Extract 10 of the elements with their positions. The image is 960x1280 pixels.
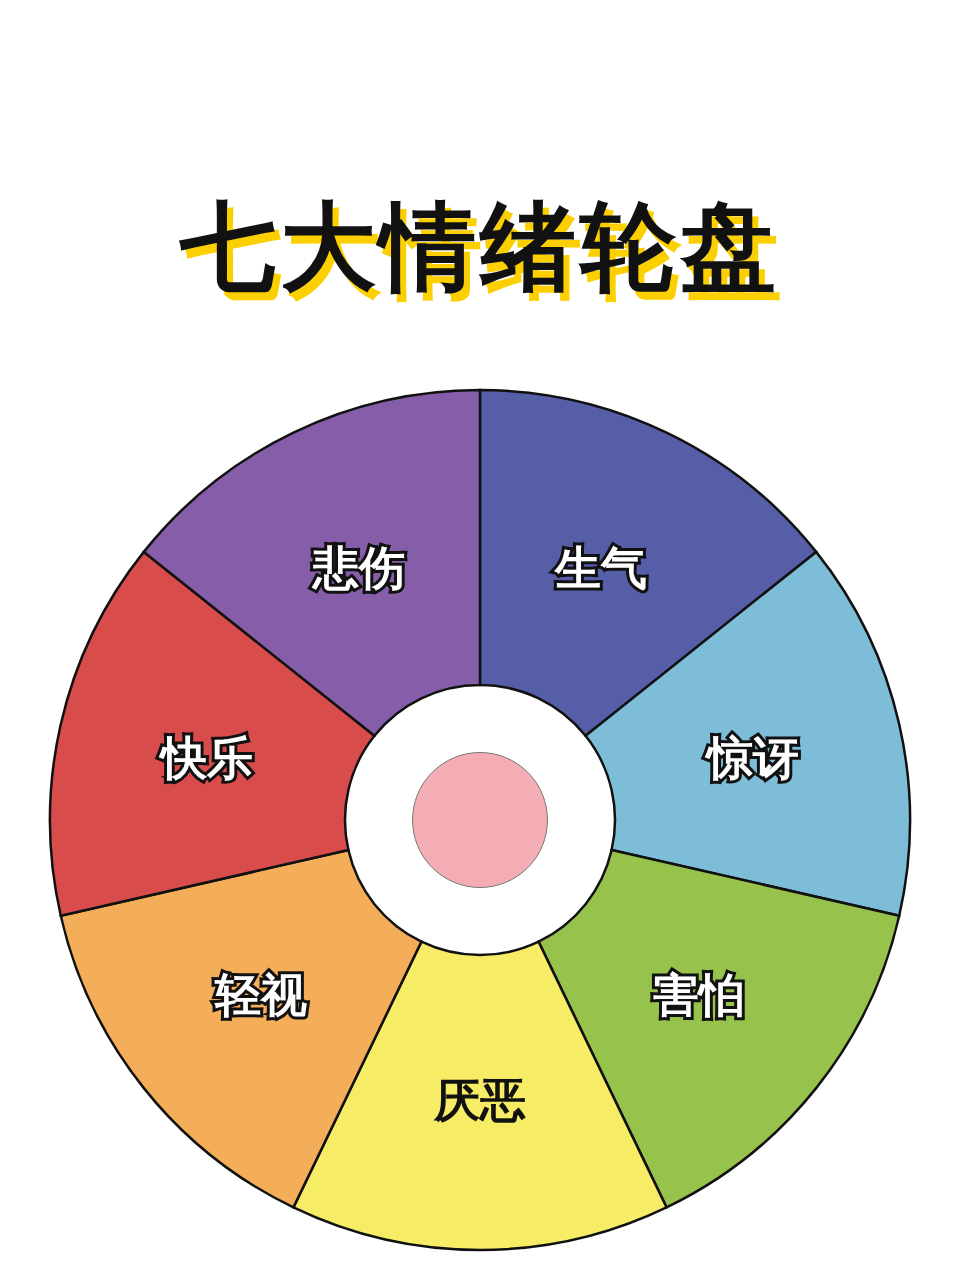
emotion-label: 厌恶 [434,1072,526,1127]
emotion-label: 生气 [555,540,648,595]
emotion-label: 悲伤 [312,540,405,595]
emotion-label: 惊讶 [706,730,799,785]
wheel-sector [58,848,424,1210]
title: 七大情绪轮盘 [180,190,780,305]
emotion-label: 轻视 [215,967,308,1022]
emotion-label: 快乐 [161,730,253,785]
emotion-label: 害怕 [652,967,745,1022]
wheel-sector [536,848,902,1210]
